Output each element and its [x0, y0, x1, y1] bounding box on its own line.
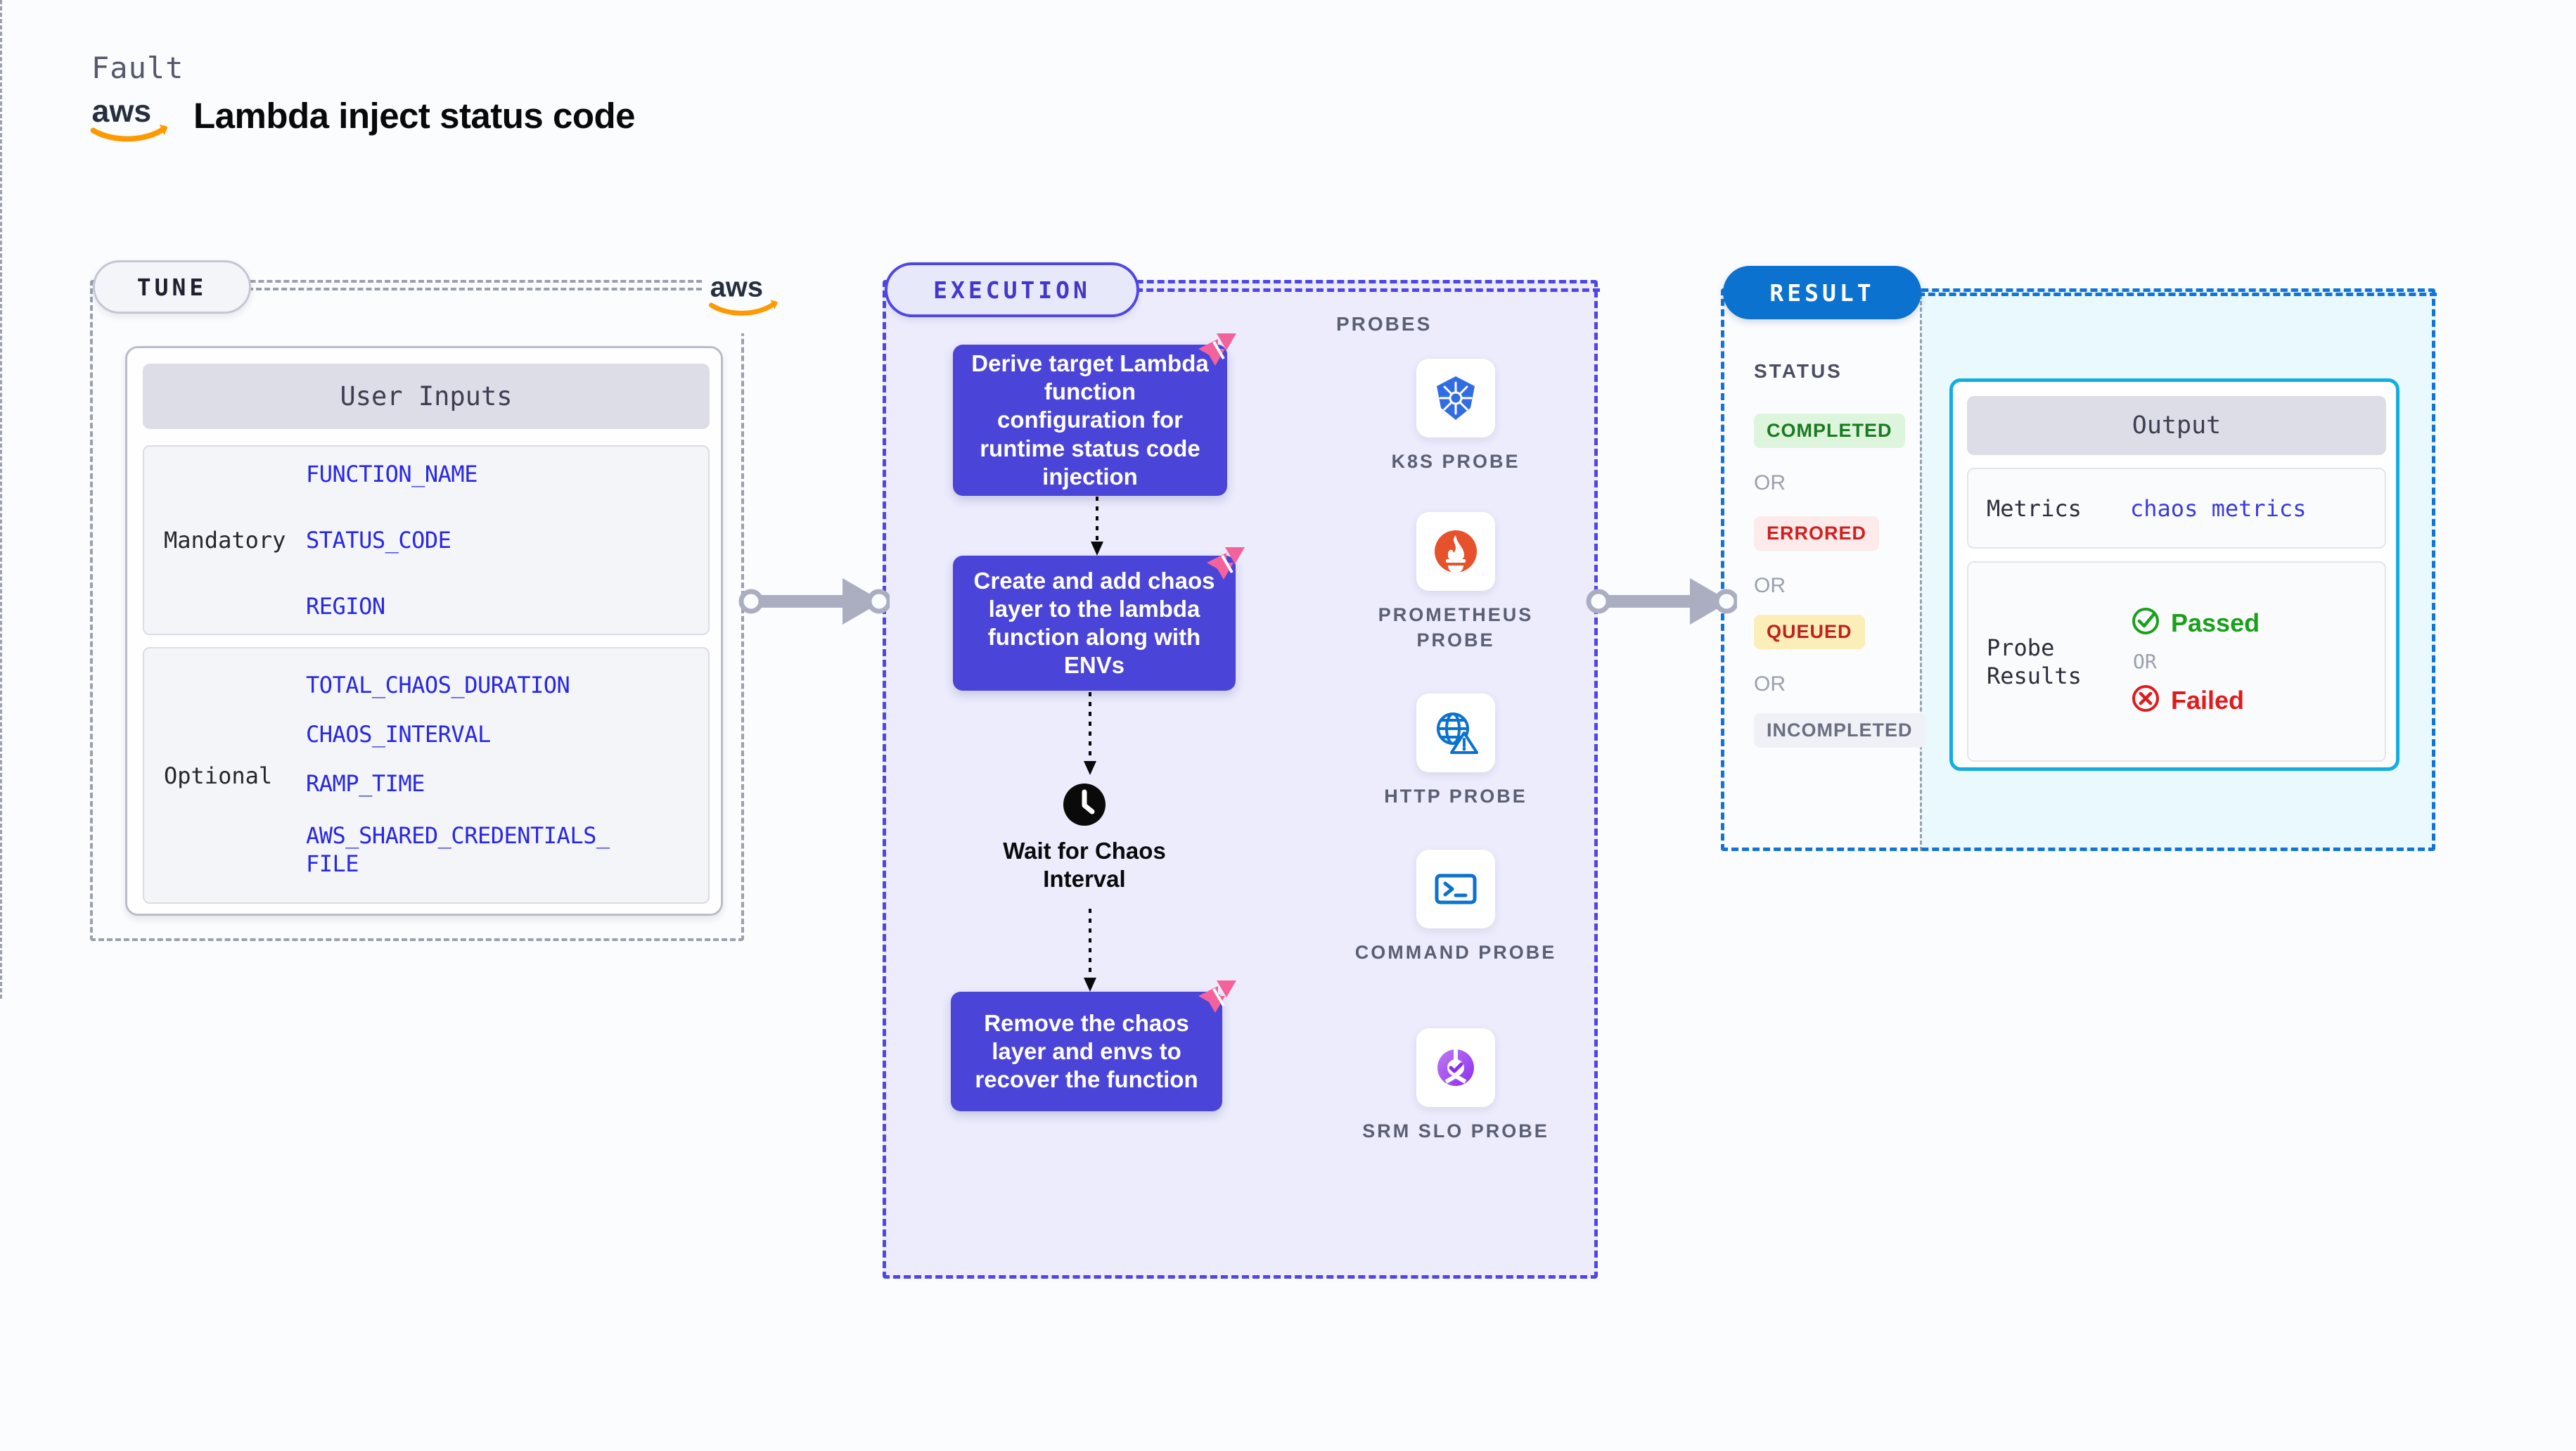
- output-card: Output Metrics chaos metrics Probe Resul…: [1949, 378, 2399, 771]
- x-circle-icon: [2130, 683, 2161, 717]
- check-circle-icon: [2130, 606, 2161, 640]
- execution-pill[interactable]: EXECUTION: [885, 262, 1139, 317]
- execution-step-2: Create and add chaos layer to the lambda…: [953, 556, 1236, 691]
- optional-label: Optional: [164, 762, 273, 789]
- probe-item[interactable]: COMMAND PROBE: [1350, 850, 1561, 965]
- status-title: STATUS: [1754, 360, 1843, 382]
- metrics-value[interactable]: chaos metrics: [2130, 494, 2307, 522]
- result-top-dashed-line: [1918, 293, 2437, 296]
- probe-result-passed: Passed: [2130, 606, 2260, 640]
- passed-label: Passed: [2171, 608, 2260, 637]
- status-badge: ERRORED: [1754, 516, 1880, 551]
- execution-step-3-label: Remove the chaos layer and envs to recov…: [975, 1009, 1198, 1093]
- probe-results-label: Probe Results: [1987, 634, 2082, 689]
- mandatory-inputs-group: Mandatory FUNCTION_NAME STATUS_CODE REGI…: [143, 445, 710, 635]
- probe-label: HTTP PROBE: [1384, 786, 1527, 807]
- status-badge: COMPLETED: [1754, 414, 1905, 448]
- probes-title: PROBES: [1336, 313, 1433, 335]
- execution-step-3: Remove the chaos layer and envs to recov…: [951, 992, 1222, 1111]
- tune-pill[interactable]: TUNE: [93, 260, 251, 314]
- flow-arrow-2: [1082, 692, 1098, 780]
- execution-top-dashed-line: [1136, 288, 1600, 292]
- input-var[interactable]: RAMP_TIME: [306, 769, 425, 797]
- probe-result-or-label: OR: [2133, 650, 2157, 673]
- failed-label: Failed: [2171, 685, 2245, 715]
- clock-icon: [993, 782, 1176, 827]
- aws-logo-icon: aws: [90, 91, 173, 142]
- probe-label: PROMETHEUS PROBE: [1378, 604, 1534, 651]
- output-metrics-row: Metrics chaos metrics: [1967, 468, 2386, 549]
- input-var[interactable]: CHAOS_INTERVAL: [306, 720, 491, 748]
- wait-for-chaos-interval-node: Wait for Chaos Interval: [993, 782, 1176, 894]
- status-or-label: OR: [1754, 672, 1786, 696]
- probe-result-failed: Failed: [2130, 683, 2260, 717]
- mandatory-label: Mandatory: [164, 527, 286, 554]
- input-var[interactable]: REGION: [306, 593, 385, 620]
- probe-item[interactable]: PROMETHEUS PROBE: [1350, 512, 1561, 653]
- status-badge: INCOMPLETED: [1754, 713, 1925, 748]
- tune-panel-boundary: [90, 280, 744, 941]
- probe-label: COMMAND PROBE: [1354, 942, 1557, 963]
- input-var[interactable]: TOTAL_CHAOS_DURATION: [306, 671, 570, 698]
- prometheus-icon: [1416, 512, 1495, 591]
- page-eyebrow: Fault: [91, 51, 184, 85]
- execution-pill-label: EXECUTION: [933, 276, 1091, 304]
- tune-pill-label: TUNE: [136, 273, 207, 301]
- optional-inputs-group: Optional TOTAL_CHAOS_DURATION CHAOS_INTE…: [143, 647, 710, 904]
- input-var[interactable]: STATUS_CODE: [306, 527, 451, 554]
- page-title: Lambda inject status code: [193, 96, 636, 136]
- output-header: Output: [1967, 396, 2386, 455]
- connector-execution-to-result: [1586, 563, 1739, 644]
- kubernetes-icon: [1416, 359, 1495, 437]
- probe-item[interactable]: K8S PROBE: [1350, 359, 1561, 474]
- svg-text:aws: aws: [92, 94, 152, 129]
- user-inputs-card: User Inputs Mandatory FUNCTION_NAME STAT…: [125, 346, 723, 916]
- input-var[interactable]: FUNCTION_NAME: [306, 461, 478, 487]
- execution-step-2-label: Create and add chaos layer to the lambda…: [973, 567, 1215, 679]
- tune-top-dashed-line: [248, 288, 719, 290]
- flow-arrow-1: [1089, 497, 1106, 561]
- terminal-icon: [1416, 850, 1495, 928]
- result-pill-label: RESULT: [1769, 279, 1875, 307]
- status-or-label: OR: [1754, 471, 1786, 494]
- user-inputs-header: User Inputs: [143, 364, 710, 429]
- input-var[interactable]: AWS_SHARED_CREDENTIALS_ FILE: [306, 822, 610, 877]
- metrics-label: Metrics: [1987, 494, 2082, 522]
- status-or-label: OR: [1754, 574, 1786, 597]
- svg-text:aws: aws: [710, 272, 763, 303]
- srm-slo-donut-check-icon: [1416, 1028, 1495, 1107]
- connector-tune-to-execution: [738, 563, 892, 644]
- result-pill[interactable]: RESULT: [1723, 266, 1921, 319]
- probe-item[interactable]: SRM SLO PROBE: [1350, 1028, 1561, 1144]
- execution-step-1: Derive target Lambda function configurat…: [953, 345, 1227, 496]
- http-globe-warning-icon: [1416, 693, 1495, 772]
- status-badge: QUEUED: [1754, 615, 1865, 649]
- probe-label: K8S PROBE: [1391, 451, 1520, 472]
- output-probe-results-row: Probe Results Passed OR: [1967, 561, 2386, 762]
- wait-label: Wait for Chaos Interval: [1003, 838, 1166, 893]
- probe-item[interactable]: HTTP PROBE: [1350, 693, 1561, 809]
- probe-label: SRM SLO PROBE: [1362, 1120, 1549, 1142]
- execution-step-1-label: Derive target Lambda function configurat…: [971, 350, 1209, 490]
- flow-arrow-3: [1082, 909, 1098, 997]
- result-panel-boundary: [1721, 288, 2435, 851]
- tune-edge-aws-logo-icon: aws: [703, 257, 788, 333]
